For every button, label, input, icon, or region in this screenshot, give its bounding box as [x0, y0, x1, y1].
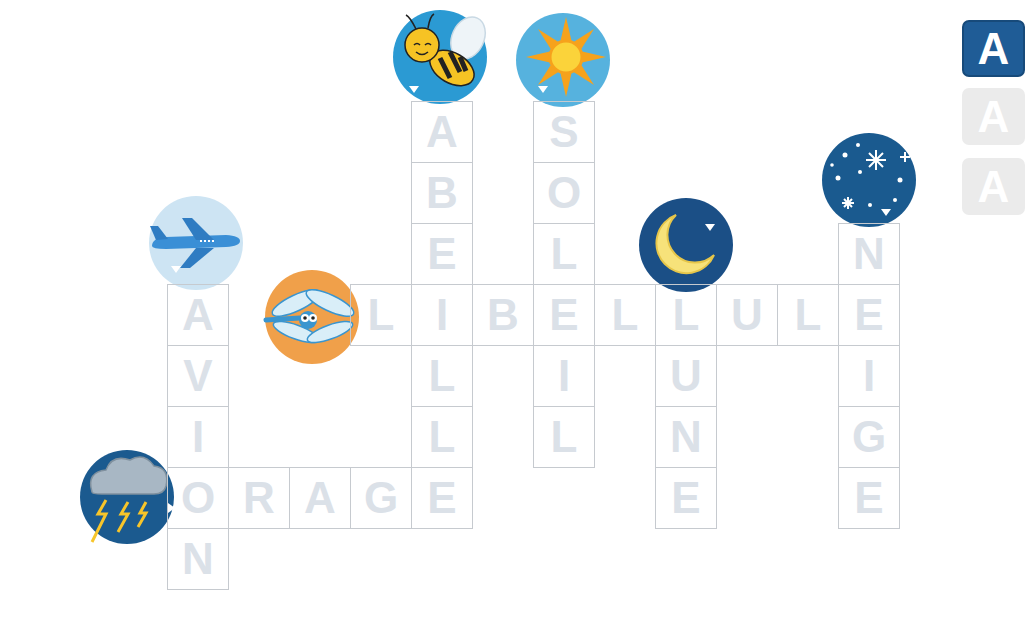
letter-cell: E	[411, 223, 473, 285]
cell-letter: S	[549, 110, 578, 154]
plane-icon	[149, 196, 243, 290]
letter-cell: R	[228, 467, 290, 529]
letter-cell: G	[350, 467, 412, 529]
letter-cell: B	[411, 162, 473, 224]
cell-letter: N	[670, 415, 702, 459]
letter-cell: L	[777, 284, 839, 346]
bee-icon	[393, 10, 492, 104]
cell-letter: V	[183, 354, 212, 398]
cell-letter: L	[673, 293, 700, 337]
level-tab: A	[962, 158, 1025, 215]
cell-letter: L	[429, 415, 456, 459]
letter-cell: I	[167, 406, 229, 468]
letter-cell: L	[533, 406, 595, 468]
cell-letter: E	[854, 476, 883, 520]
cell-letter: G	[364, 476, 398, 520]
cell-letter: U	[670, 354, 702, 398]
cell-letter: R	[243, 476, 275, 520]
cell-letter: B	[426, 171, 458, 215]
cell-letter: O	[547, 171, 581, 215]
letter-cell: I	[838, 345, 900, 407]
letter-cell: U	[716, 284, 778, 346]
letter-cell: N	[655, 406, 717, 468]
cell-letter: L	[795, 293, 822, 337]
cell-letter: N	[182, 537, 214, 581]
letter-cell: E	[838, 284, 900, 346]
letter-cell: L	[411, 345, 473, 407]
dragonfly-icon	[265, 270, 359, 364]
letter-cell: E	[533, 284, 595, 346]
tab-letter: A	[978, 95, 1010, 139]
cell-letter: A	[426, 110, 458, 154]
cell-letter: O	[181, 476, 215, 520]
cell-letter: E	[549, 293, 578, 337]
letter-cell: O	[167, 467, 229, 529]
cell-letter: G	[852, 415, 886, 459]
level-tab: A	[962, 88, 1025, 145]
letter-cell: E	[655, 467, 717, 529]
letter-cell: E	[411, 467, 473, 529]
letter-cell: L	[594, 284, 656, 346]
letter-cell: I	[533, 345, 595, 407]
cell-letter: L	[551, 232, 578, 276]
cell-letter: E	[427, 232, 456, 276]
cell-letter: E	[671, 476, 700, 520]
cell-letter: E	[854, 293, 883, 337]
cell-letter: L	[368, 293, 395, 337]
cell-letter: L	[429, 354, 456, 398]
letter-cell: A	[411, 101, 473, 163]
cell-letter: I	[863, 354, 875, 398]
letter-cell: N	[167, 528, 229, 590]
letter-cell: L	[533, 223, 595, 285]
cell-letter: N	[853, 232, 885, 276]
letter-cell: I	[411, 284, 473, 346]
moon-icon	[639, 198, 733, 292]
letter-cell: L	[350, 284, 412, 346]
cell-letter: U	[731, 293, 763, 337]
letter-cell: V	[167, 345, 229, 407]
letter-cell: U	[655, 345, 717, 407]
cell-letter: L	[551, 415, 578, 459]
letter-cell: B	[472, 284, 534, 346]
sun-icon	[516, 13, 610, 107]
cell-letter: A	[304, 476, 336, 520]
letter-cell: A	[289, 467, 351, 529]
letter-cell: E	[838, 467, 900, 529]
tab-letter: A	[978, 27, 1010, 71]
cell-letter: I	[558, 354, 570, 398]
storm-icon	[80, 450, 175, 544]
cell-letter: B	[487, 293, 519, 337]
level-tab: A	[962, 20, 1025, 77]
letter-cell: S	[533, 101, 595, 163]
letter-cell: O	[533, 162, 595, 224]
letter-cell: L	[655, 284, 717, 346]
cell-letter: I	[436, 293, 448, 337]
letter-cell: G	[838, 406, 900, 468]
letter-cell: L	[411, 406, 473, 468]
cell-letter: E	[427, 476, 456, 520]
tab-letter: A	[978, 165, 1010, 209]
cell-letter: I	[192, 415, 204, 459]
cell-letter: A	[182, 293, 214, 337]
letter-cell: N	[838, 223, 900, 285]
letter-cell: A	[167, 284, 229, 346]
snow-icon	[822, 133, 916, 227]
cell-letter: L	[612, 293, 639, 337]
